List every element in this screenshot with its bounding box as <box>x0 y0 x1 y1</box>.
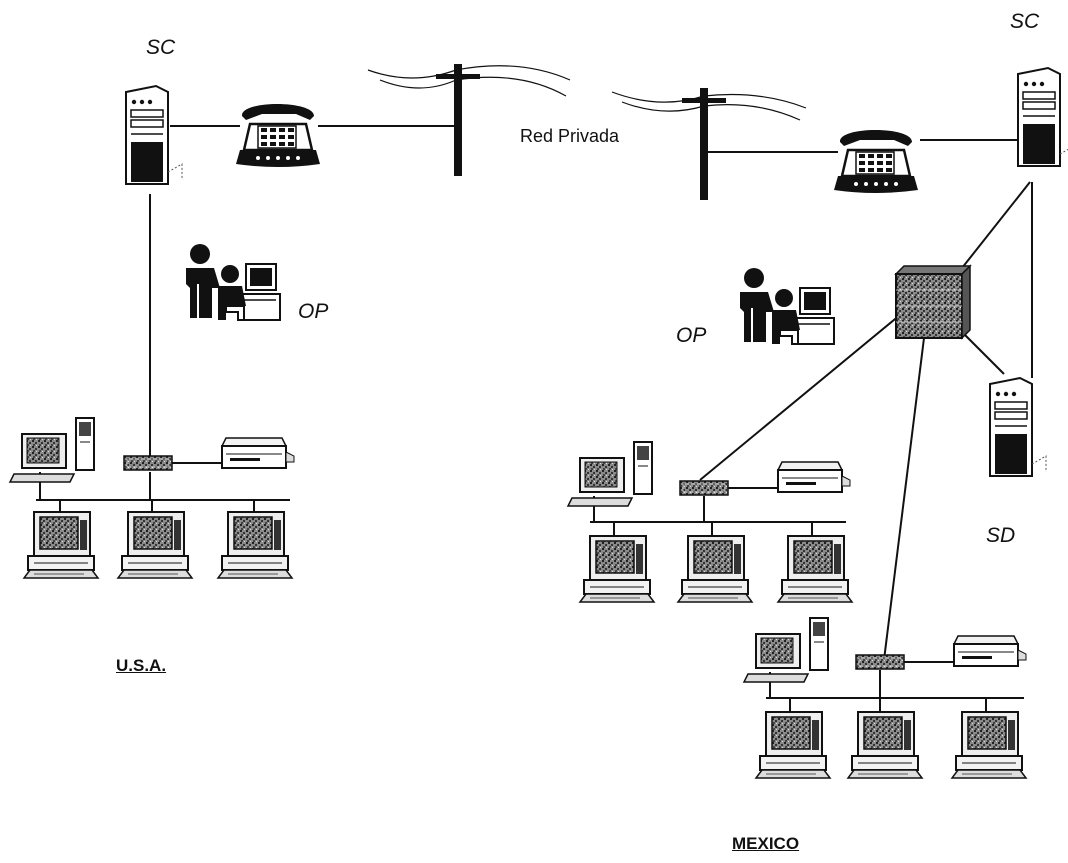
printer-mexico-1-icon <box>778 462 850 492</box>
workstation-usa-icon <box>10 418 94 482</box>
desktop-mexico-1b-icon <box>678 536 752 602</box>
desktop-mexico-2a-icon <box>756 712 830 778</box>
lan-mexico-1 <box>568 442 852 602</box>
desktop-mexico-1a-icon <box>580 536 654 602</box>
router-mexico-1-icon <box>680 481 728 495</box>
router-mexico-2-icon <box>856 655 904 669</box>
line-mx-hub-sd <box>962 332 1004 374</box>
label-sd: SD <box>986 524 1015 548</box>
line-mx-server-hub <box>962 182 1030 268</box>
server-sd-icon <box>990 378 1046 476</box>
telephone-mexico-icon <box>834 130 918 193</box>
label-country-usa: U.S.A. <box>116 656 166 676</box>
desktop-usa-3-icon <box>218 512 292 578</box>
telephone-usa-icon <box>236 104 320 167</box>
printer-usa-icon <box>222 438 294 468</box>
label-private-network: Red Privada <box>520 126 619 147</box>
desktop-usa-1-icon <box>24 512 98 578</box>
lan-mexico-2 <box>744 618 1026 778</box>
router-usa-icon <box>124 456 172 470</box>
label-op-usa: OP <box>298 300 328 324</box>
lan-usa <box>10 418 294 578</box>
overhead-wires <box>368 66 806 120</box>
utility-pole-usa-icon <box>436 64 480 176</box>
network-hub-icon <box>896 266 970 338</box>
label-op-mexico: OP <box>676 324 706 348</box>
label-sc-usa: SC <box>146 36 175 60</box>
label-country-mexico: MEXICO <box>732 834 799 854</box>
workstation-mexico-2-icon <box>744 618 828 682</box>
desktop-mexico-1c-icon <box>778 536 852 602</box>
desktop-mexico-2c-icon <box>952 712 1026 778</box>
server-sc-usa-icon <box>126 86 182 184</box>
server-sc-mexico-icon <box>1018 68 1068 166</box>
operator-usa-icon <box>186 244 280 320</box>
label-sc-mexico: SC <box>1010 10 1039 34</box>
desktop-mexico-2b-icon <box>848 712 922 778</box>
workstation-mexico-1-icon <box>568 442 652 506</box>
operator-mexico-icon <box>740 268 834 344</box>
printer-mexico-2-icon <box>954 636 1026 666</box>
line-mx-hub-lan1 <box>700 310 906 480</box>
line-mx-hub-lan2 <box>884 338 924 660</box>
desktop-usa-2-icon <box>118 512 192 578</box>
